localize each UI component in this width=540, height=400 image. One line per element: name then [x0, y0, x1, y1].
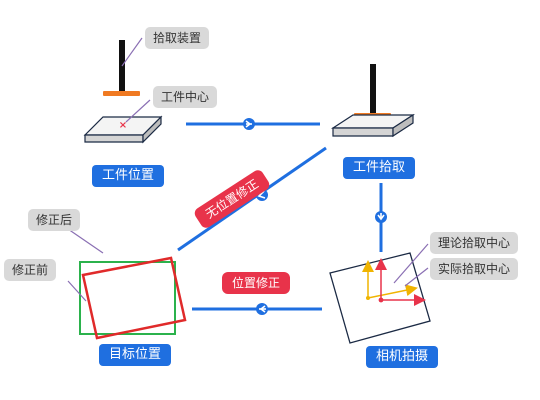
before-correction-label: 修正前 — [4, 259, 57, 281]
actual-center-label: 实际拾取中心 — [430, 258, 519, 280]
position-correction-label: 位置修正 — [222, 272, 291, 294]
workpiece-center-label: 工件中心 — [153, 86, 218, 108]
after-correction-label: 修正后 — [28, 209, 81, 231]
actual-center-pointer — [404, 267, 429, 287]
center-mark-icon: × — [119, 120, 127, 131]
corrected-rectangle — [79, 261, 176, 335]
pickup-device-label: 拾取装置 — [145, 27, 210, 49]
after-correction-pointer — [67, 228, 104, 254]
workpiece-plate-icon — [83, 115, 163, 144]
uncorrected-rectangle — [81, 256, 187, 340]
workpiece-center-pointer — [125, 99, 151, 123]
camera-capture-label: 相机拍摄 — [366, 346, 439, 368]
workpiece-position-label: 工件位置 — [92, 165, 165, 187]
theoretical-center-label: 理论拾取中心 — [430, 232, 519, 254]
theoretical-center-pointer — [393, 243, 429, 284]
target-position-label: 目标位置 — [99, 344, 172, 366]
before-correction-pointer — [67, 280, 87, 302]
workpiece-pickup-label: 工件拾取 — [343, 157, 416, 179]
pickup-device-icon — [103, 40, 140, 96]
workpiece-pickup-icon — [330, 64, 416, 138]
pickup-device-pointer — [121, 37, 143, 67]
